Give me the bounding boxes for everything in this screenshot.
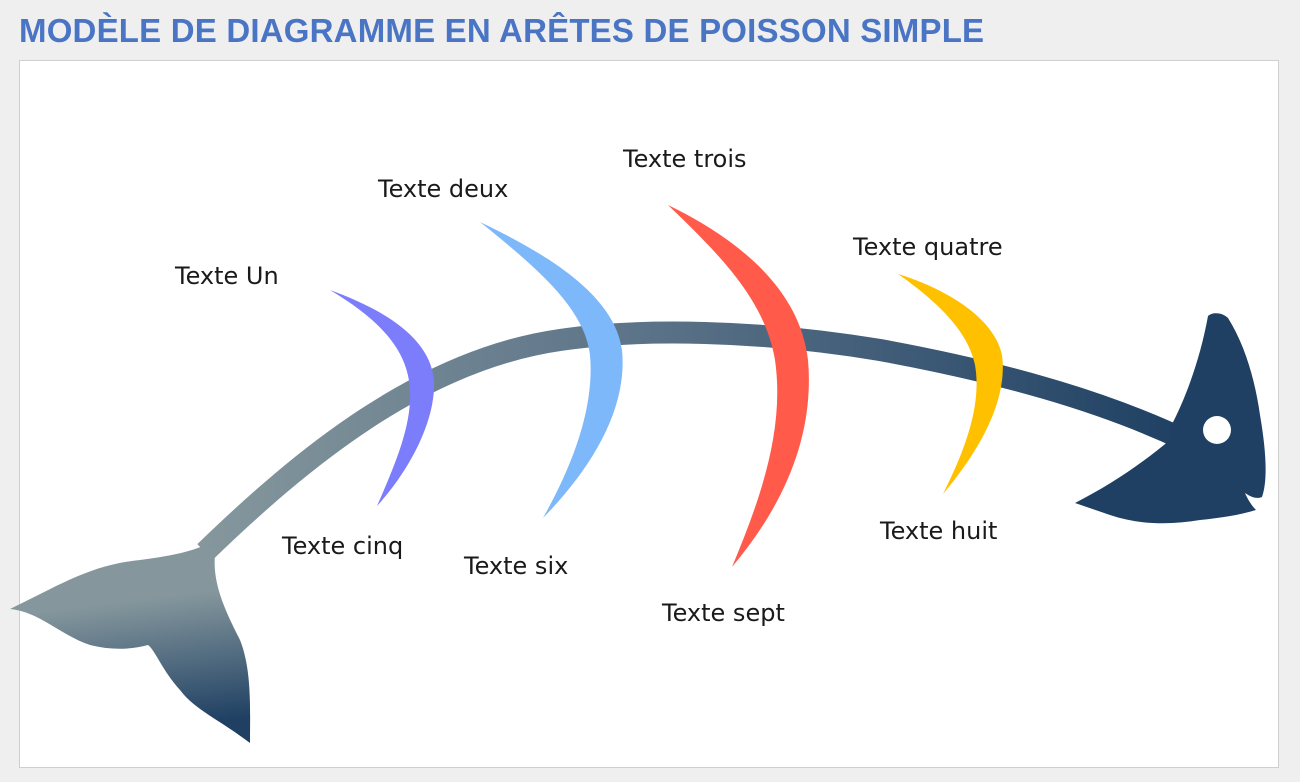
label-texte-six: Texte six: [463, 552, 568, 580]
page-title: MODÈLE DE DIAGRAMME EN ARÊTES DE POISSON…: [19, 12, 985, 49]
bone-2: [480, 222, 623, 518]
label-texte-un: Texte Un: [174, 262, 279, 290]
label-texte-huit: Texte huit: [879, 517, 997, 545]
fish-eye: [1203, 416, 1231, 444]
fish-tail: [10, 545, 251, 743]
label-texte-sept: Texte sept: [661, 599, 785, 627]
bone-4: [898, 274, 1003, 494]
bone-1: [330, 290, 435, 506]
label-texte-deux: Texte deux: [377, 175, 508, 203]
label-texte-trois: Texte trois: [622, 145, 747, 173]
fish-spine: [197, 321, 1190, 560]
fish-head: [1075, 313, 1266, 524]
label-texte-cinq: Texte cinq: [281, 532, 403, 560]
label-texte-quatre: Texte quatre: [852, 233, 1003, 261]
bone-3: [668, 205, 809, 567]
